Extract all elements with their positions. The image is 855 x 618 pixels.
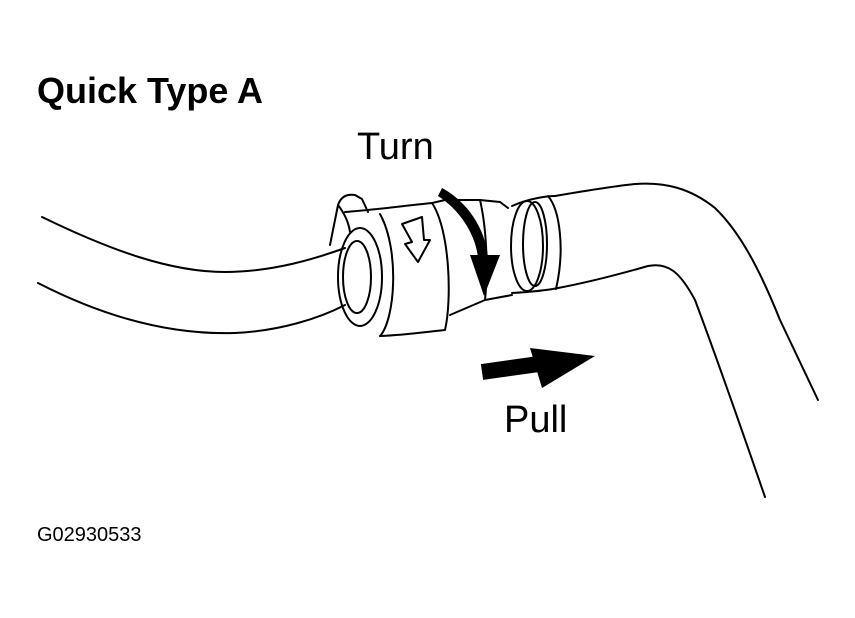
pull-arrow-icon xyxy=(480,348,595,388)
connector-body xyxy=(344,199,450,337)
hose-lower-edge xyxy=(557,264,766,498)
connector-ring-inner xyxy=(342,240,372,314)
turn-label: Turn xyxy=(357,126,434,168)
hose-upper-edge xyxy=(554,182,819,401)
pipe-bottom-edge xyxy=(37,282,346,335)
page-title: Quick Type A xyxy=(37,70,264,111)
clip-tab xyxy=(329,193,369,246)
direction-arrow-icon xyxy=(401,216,431,263)
turn-arrow-icon xyxy=(438,188,500,296)
connector-ring-outer xyxy=(337,227,383,327)
pipe-top-edge xyxy=(41,216,346,273)
figure-code: G02930533 xyxy=(37,524,142,546)
pull-label: Pull xyxy=(504,399,568,441)
